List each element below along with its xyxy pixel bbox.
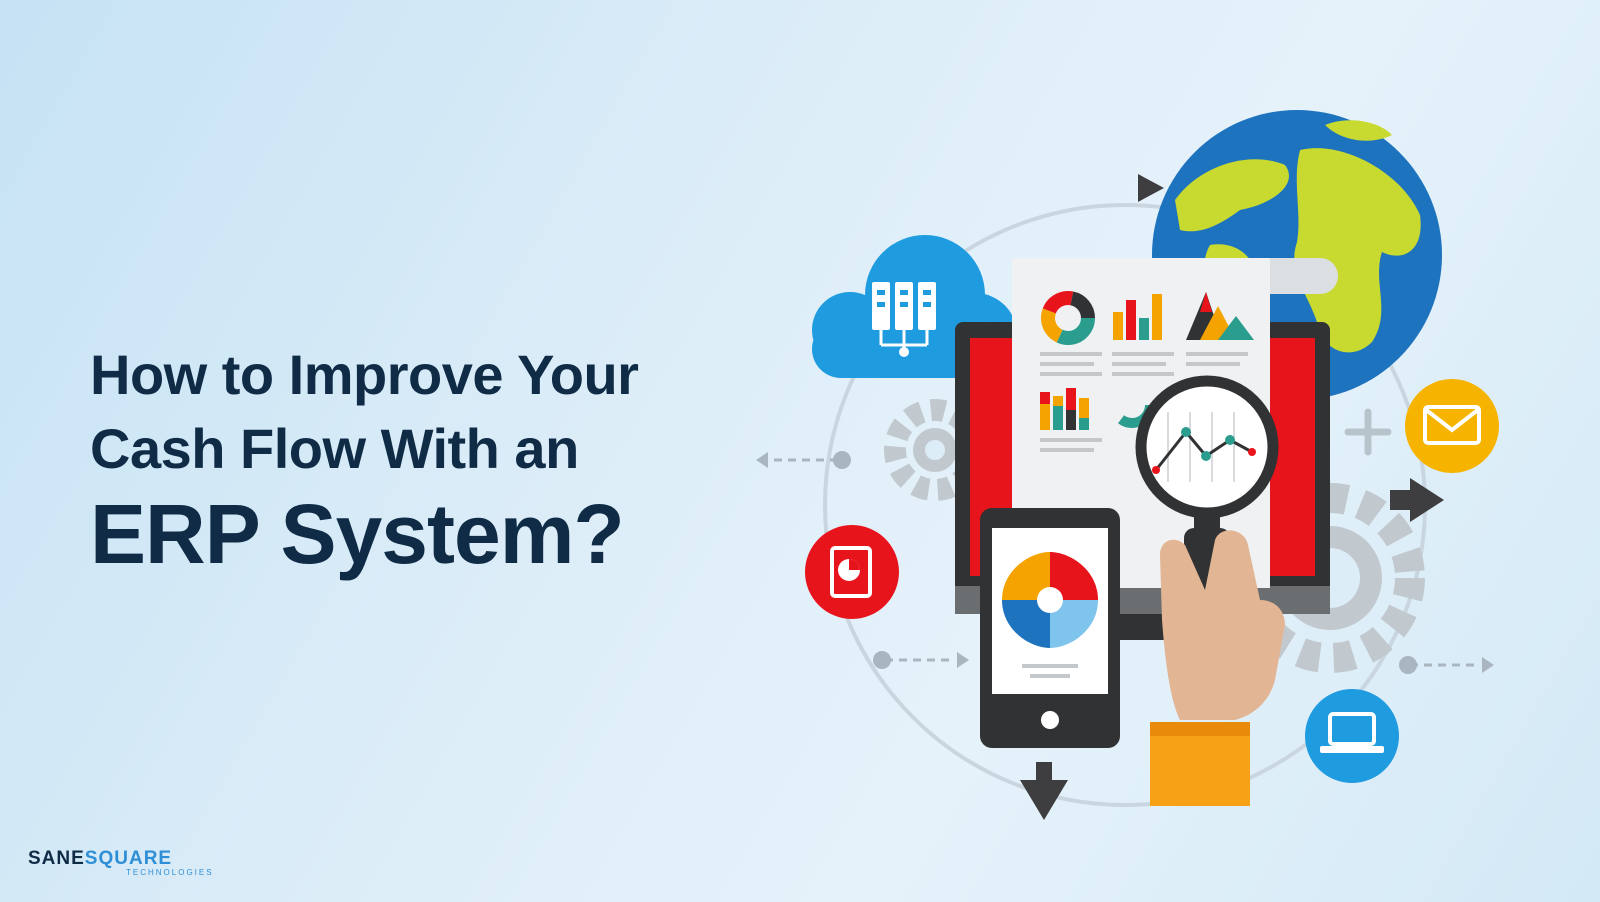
puzzle-gear-icon [1002, 552, 1098, 678]
headline: How to Improve Your Cash Flow With an ER… [90, 338, 730, 582]
hand-icon [1150, 530, 1285, 806]
mail-icon [1405, 379, 1499, 473]
area-chart-icon [1186, 292, 1254, 340]
cloud-server-icon [812, 235, 1017, 378]
stacked-bar-icon [1040, 388, 1089, 430]
brand-tagline: TECHNOLOGIES [126, 868, 214, 877]
plus-icon [1344, 408, 1392, 456]
brand-logo: SANESQUARE TECHNOLOGIES [28, 848, 228, 884]
laptop-icon [1305, 689, 1399, 783]
headline-line-1: How to Improve Your [90, 343, 639, 406]
arrow-icon [1390, 478, 1444, 522]
donut-chart-icon [1041, 291, 1095, 345]
headline-line-2: Cash Flow With an [90, 417, 579, 480]
bar-chart-icon [1113, 294, 1162, 340]
arrow-icon [1138, 174, 1164, 202]
brand-name-part2: SQUARE [84, 848, 173, 869]
pie-report-icon [805, 525, 899, 619]
arrow-icon [770, 458, 1480, 667]
arrow-icon [1020, 762, 1068, 820]
headline-line-3: ERP System? [90, 487, 625, 581]
brand-name-part1: SANE [28, 848, 85, 869]
smartphone-icon [980, 508, 1120, 748]
